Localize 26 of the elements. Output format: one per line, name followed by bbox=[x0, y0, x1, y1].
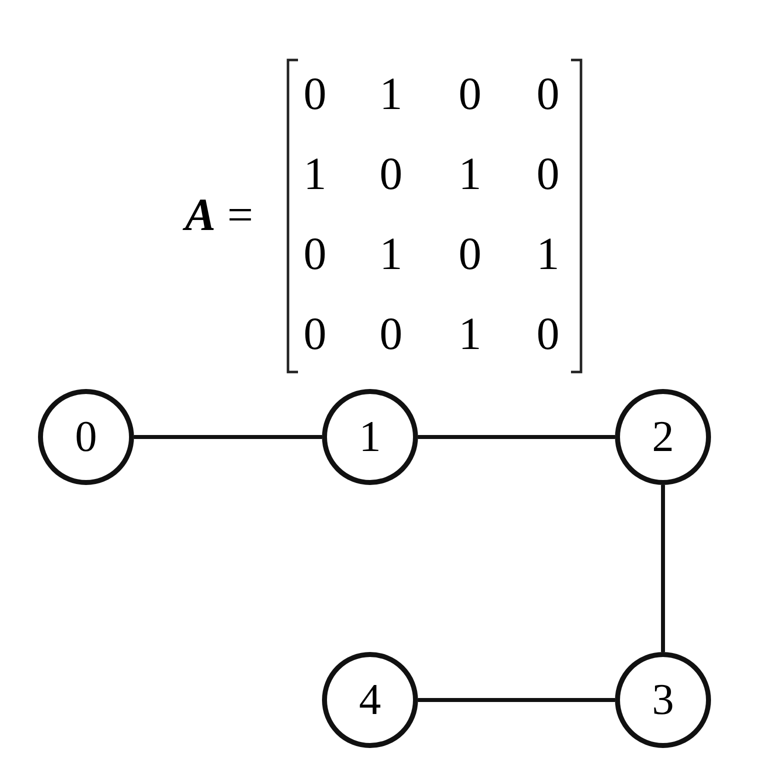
edge-line bbox=[418, 435, 615, 439]
matrix-entry: 0 bbox=[302, 311, 328, 357]
matrix-entry: 0 bbox=[536, 311, 560, 357]
vertex-label: 3 bbox=[652, 678, 674, 722]
matrix-entry: 0 bbox=[536, 151, 560, 197]
edge-line bbox=[134, 435, 322, 439]
edge-line bbox=[661, 485, 665, 652]
matrix-entry: 0 bbox=[378, 151, 404, 197]
matrix-entry: 1 bbox=[458, 311, 482, 357]
matrix-entry: 1 bbox=[378, 71, 404, 117]
matrix-entry: 1 bbox=[378, 231, 404, 277]
matrix-entry: 1 bbox=[302, 151, 328, 197]
vertex-label: 0 bbox=[75, 415, 97, 459]
matrix-entry: 0 bbox=[302, 71, 328, 117]
vertex-label: 2 bbox=[652, 415, 674, 459]
matrix-name: A = bbox=[185, 192, 254, 238]
matrix-entry: 0 bbox=[536, 71, 560, 117]
matrix-entry: 0 bbox=[458, 71, 482, 117]
vertex-label: 4 bbox=[359, 678, 381, 722]
matrix-entry: 0 bbox=[302, 231, 328, 277]
matrix-entry: 1 bbox=[458, 151, 482, 197]
matrix-entry: 0 bbox=[458, 231, 482, 277]
matrix-entry: 1 bbox=[536, 231, 560, 277]
vertex-label: 1 bbox=[359, 415, 381, 459]
edge-line bbox=[418, 698, 615, 702]
matrix-entry: 0 bbox=[378, 311, 404, 357]
